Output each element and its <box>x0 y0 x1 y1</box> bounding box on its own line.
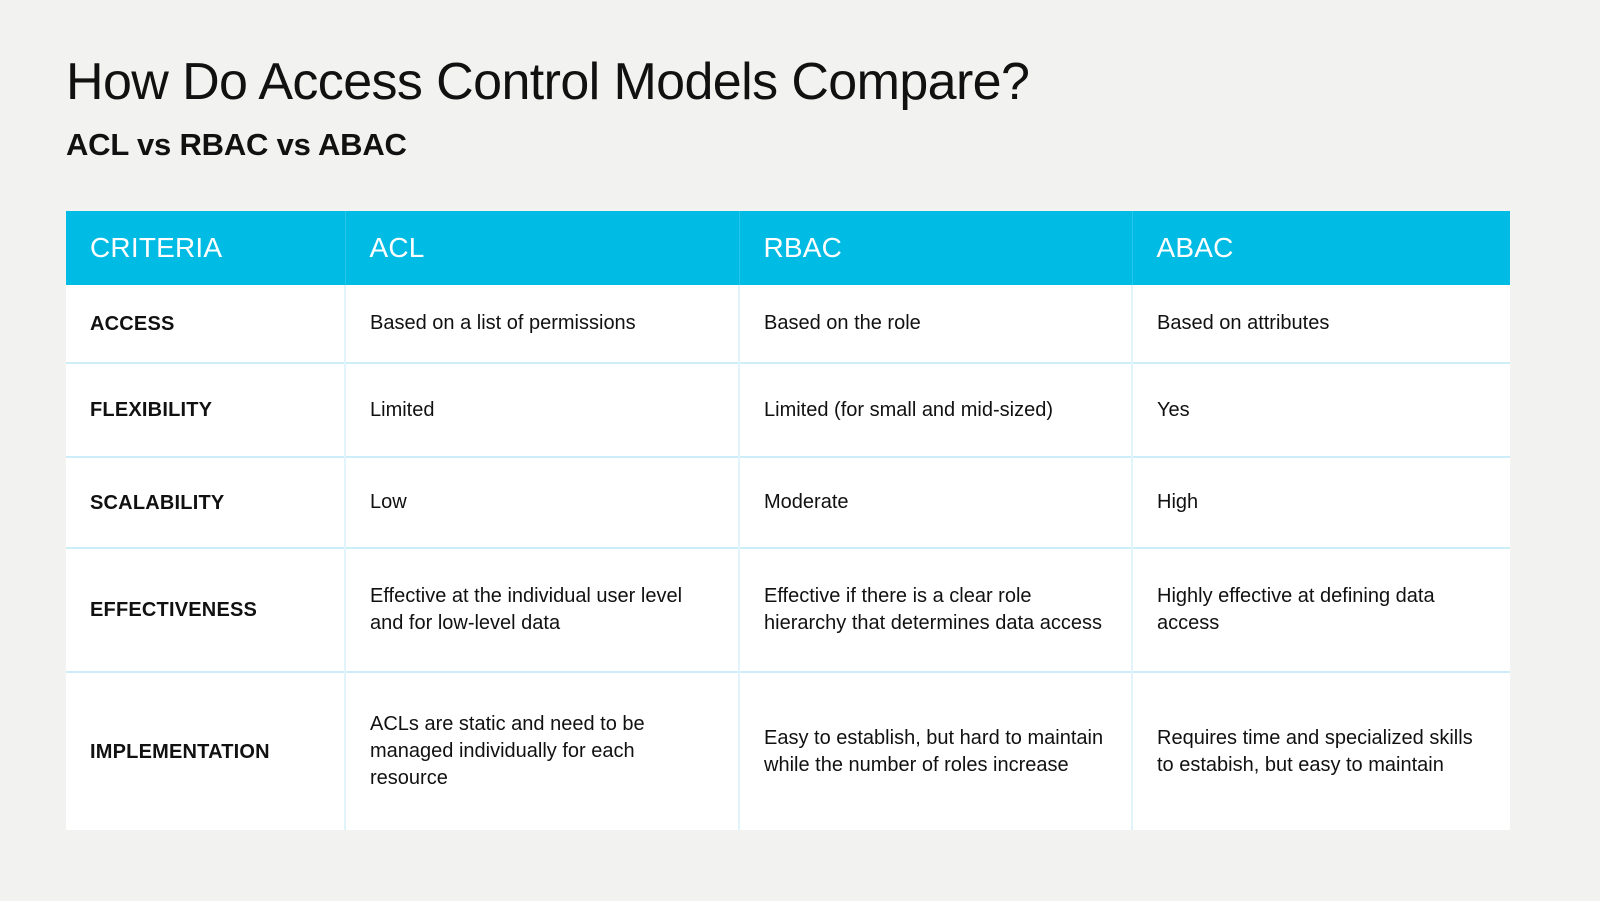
row-criteria-label: ACCESS <box>66 285 346 363</box>
cell-abac: Based on attributes <box>1132 285 1510 363</box>
table-row: ACCESS Based on a list of permissions Ba… <box>66 285 1510 363</box>
table-header-row: CRITERIA ACL RBAC ABAC <box>66 211 1510 285</box>
table-row: EFFECTIVENESS Effective at the individua… <box>66 547 1510 672</box>
cell-abac: Requires time and specialized skills to … <box>1132 671 1510 830</box>
cell-rbac: Moderate <box>739 456 1133 548</box>
cell-acl: Limited <box>345 362 740 457</box>
row-criteria-label: SCALABILITY <box>66 456 346 548</box>
cell-rbac: Effective if there is a clear role hiera… <box>739 547 1133 672</box>
cell-acl: Low <box>345 456 740 548</box>
row-criteria-label: EFFECTIVENESS <box>66 547 346 672</box>
table-body: ACCESS Based on a list of permissions Ba… <box>66 285 1510 830</box>
page-title: How Do Access Control Models Compare? <box>66 53 1030 111</box>
cell-rbac: Easy to establish, but hard to maintain … <box>739 671 1133 830</box>
cell-abac: Highly effective at defining data access <box>1132 547 1510 672</box>
cell-abac: High <box>1132 456 1510 548</box>
table-row: FLEXIBILITY Limited Limited (for small a… <box>66 362 1510 457</box>
table-row: IMPLEMENTATION ACLs are static and need … <box>66 671 1510 830</box>
cell-acl: ACLs are static and need to be managed i… <box>345 671 740 830</box>
cell-abac: Yes <box>1132 362 1510 457</box>
column-header-criteria: CRITERIA <box>66 211 346 285</box>
column-header-rbac: RBAC <box>739 211 1133 285</box>
table-head: CRITERIA ACL RBAC ABAC <box>66 211 1510 285</box>
cell-acl: Effective at the individual user level a… <box>345 547 740 672</box>
cell-rbac: Based on the role <box>739 285 1133 363</box>
column-header-abac: ABAC <box>1132 211 1510 285</box>
table-row: SCALABILITY Low Moderate High <box>66 456 1510 548</box>
row-criteria-label: IMPLEMENTATION <box>66 671 346 830</box>
column-header-acl: ACL <box>345 211 740 285</box>
comparison-table-container: CRITERIA ACL RBAC ABAC ACCESS Based on a… <box>66 211 1510 830</box>
row-criteria-label: FLEXIBILITY <box>66 362 346 457</box>
comparison-table: CRITERIA ACL RBAC ABAC ACCESS Based on a… <box>66 211 1510 830</box>
cell-acl: Based on a list of permissions <box>345 285 740 363</box>
heading-block: How Do Access Control Models Compare? AC… <box>66 52 1526 164</box>
page-subtitle: ACL vs RBAC vs ABAC <box>66 127 407 162</box>
cell-rbac: Limited (for small and mid-sized) <box>739 362 1133 457</box>
